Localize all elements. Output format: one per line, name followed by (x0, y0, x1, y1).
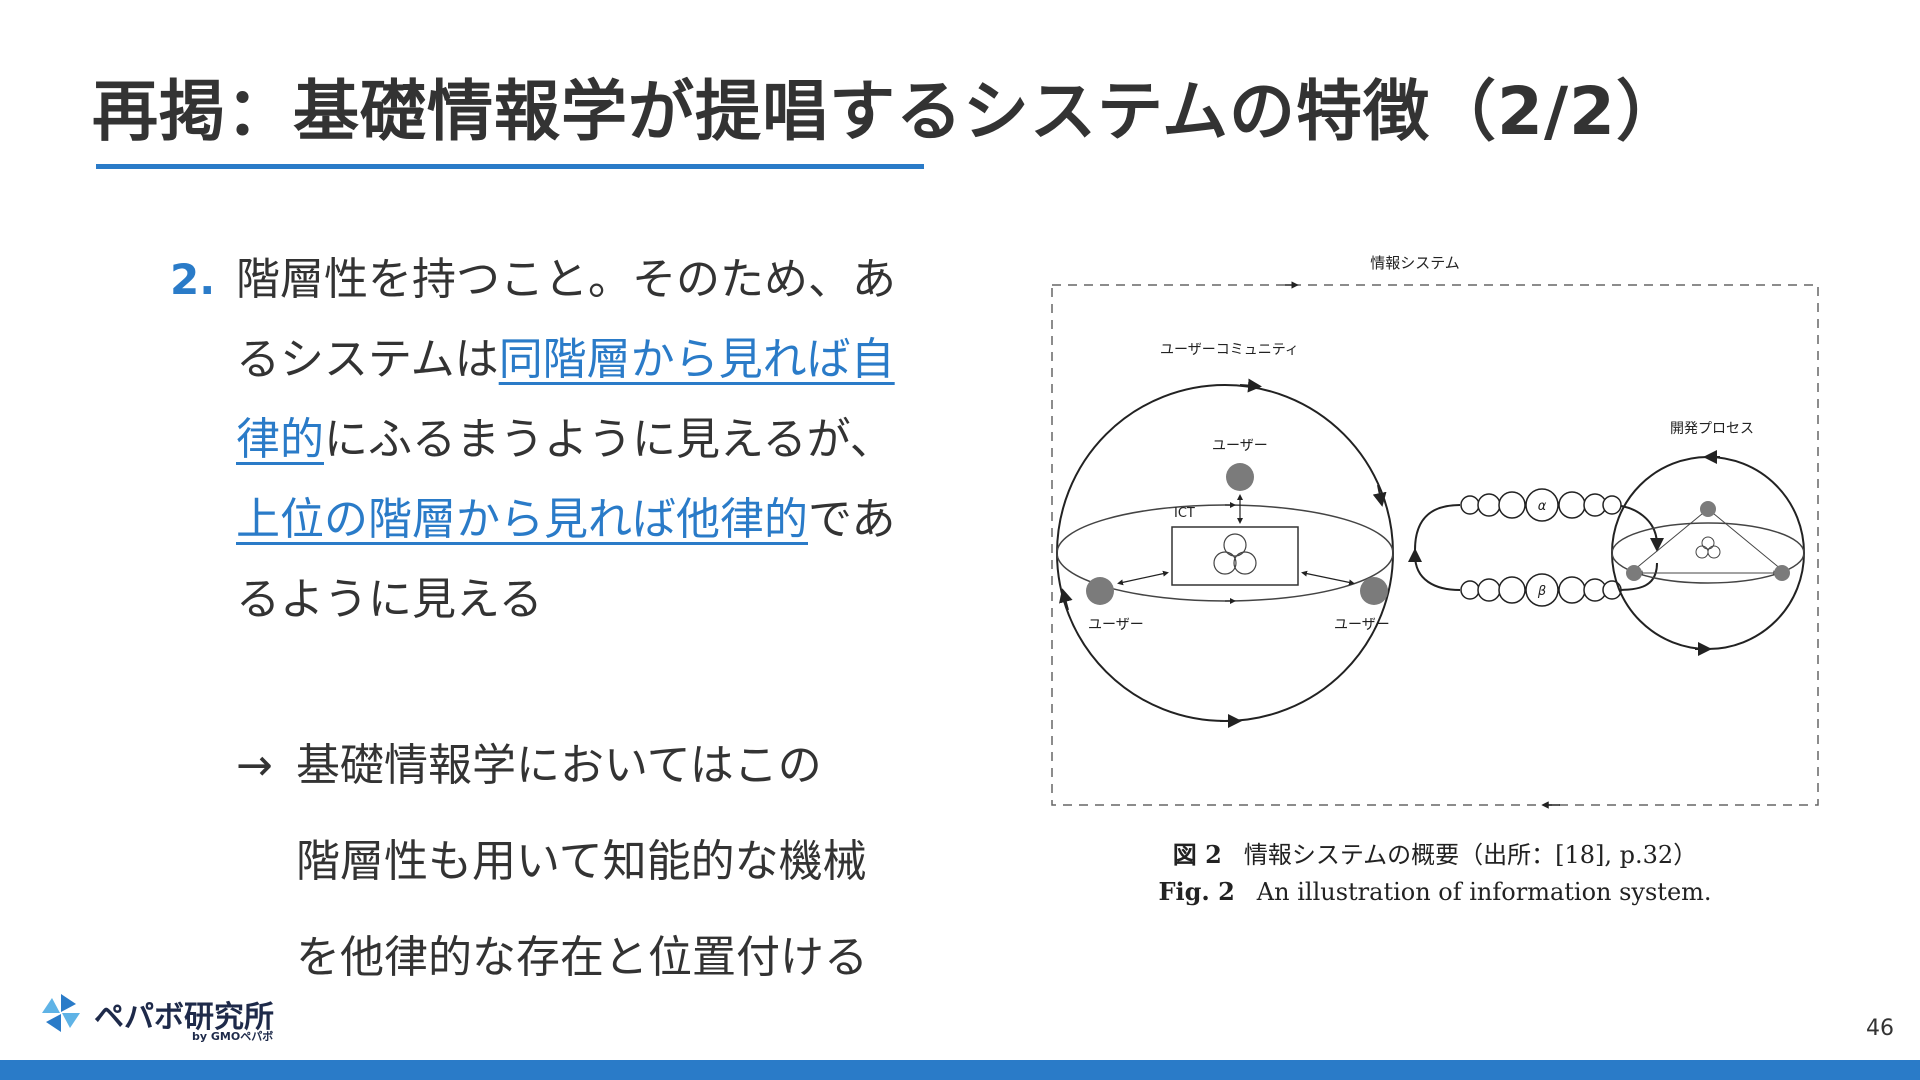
logo-text: ペパボ研究所 (94, 1000, 274, 1035)
footer-bar (0, 1060, 1920, 1080)
user-node-right (1360, 577, 1388, 605)
result-line-2: 階層性も用いて知能的な機械 (296, 836, 867, 887)
interaction-links (1408, 488, 1664, 607)
outer-system-boundary (1051, 281, 1819, 809)
development-process-label: 開発プロセス (1670, 421, 1754, 437)
ict-label: ICT (1174, 506, 1195, 521)
figure-caption-en: Fig. 2 An illustration of information sys… (1040, 877, 1830, 906)
user-community-label: ユーザーコミュニティ (1160, 342, 1299, 358)
heteronomous-link[interactable]: 上位の階層から見れば他律的 (236, 494, 808, 545)
title-underline (96, 164, 924, 169)
figure-caption-jp: 図 2 情報システムの概要（出所：[18], p.32） (1040, 835, 1830, 870)
result-statement: → 基礎情報学においてはこの 階層性も用いて知能的な機械 を他律的な存在と位置付… (236, 718, 936, 1006)
point-text-1: 階層性を持つこと。そのため、あるシステムは (236, 254, 896, 385)
information-system-diagram: 情報システム ユーザーコミュニティ ユーザー ユーザー ユーザー ICT (1051, 254, 1819, 809)
user-community-sphere (1056, 378, 1394, 728)
user-node-top (1226, 463, 1254, 491)
logo-subtext: by GMOペパボ (192, 1030, 274, 1043)
beta-label: β (1537, 584, 1546, 599)
caption-jp-text: 情報システムの概要（出所：[18], p.32） (1243, 841, 1698, 869)
point-body: 階層性を持つこと。そのため、あるシステムは同階層から見れば自律的にふるまうように… (236, 240, 930, 640)
user-label-left: ユーザー (1088, 617, 1144, 633)
caption-en-text: An illustration of information system. (1256, 878, 1712, 906)
development-process-sphere (1611, 450, 1805, 656)
result-line-1: 基礎情報学においてはこの (296, 740, 822, 791)
lab-logo: ペパボ研究所 by GMOペパボ (38, 990, 274, 1046)
pepabo-logo-icon (42, 994, 80, 1032)
information-system-figure: 情報システム ユーザーコミュニティ ユーザー ユーザー ユーザー ICT (1040, 245, 1830, 906)
point-text-3: であるように見える (236, 494, 896, 625)
user-node-left (1086, 577, 1114, 605)
alpha-label: α (1538, 499, 1547, 514)
user-label-right: ユーザー (1334, 617, 1390, 633)
caption-en-label: Fig. 2 (1158, 877, 1235, 906)
page-number: 46 (1866, 1016, 1894, 1041)
point-number: 2. (170, 255, 216, 304)
ict-box (1171, 526, 1299, 586)
right-arrow-icon: → (236, 740, 273, 791)
main-point: 2. 階層性を持つこと。そのため、あるシステムは同階層から見れば自律的にふるまう… (170, 240, 930, 640)
autonomous-link[interactable]: 同階層から見れば自律的 (236, 334, 895, 465)
slide-title: 再掲：基礎情報学が提唱するシステムの特徴（2/2） (92, 73, 1683, 150)
point-text-2: にふるまうように見えるが、 (324, 414, 894, 465)
caption-jp-label: 図 2 (1172, 840, 1222, 869)
user-label-top: ユーザー (1212, 438, 1268, 454)
result-line-3: を他律的な存在と位置付ける (296, 932, 868, 983)
outer-system-label: 情報システム (1370, 254, 1460, 272)
